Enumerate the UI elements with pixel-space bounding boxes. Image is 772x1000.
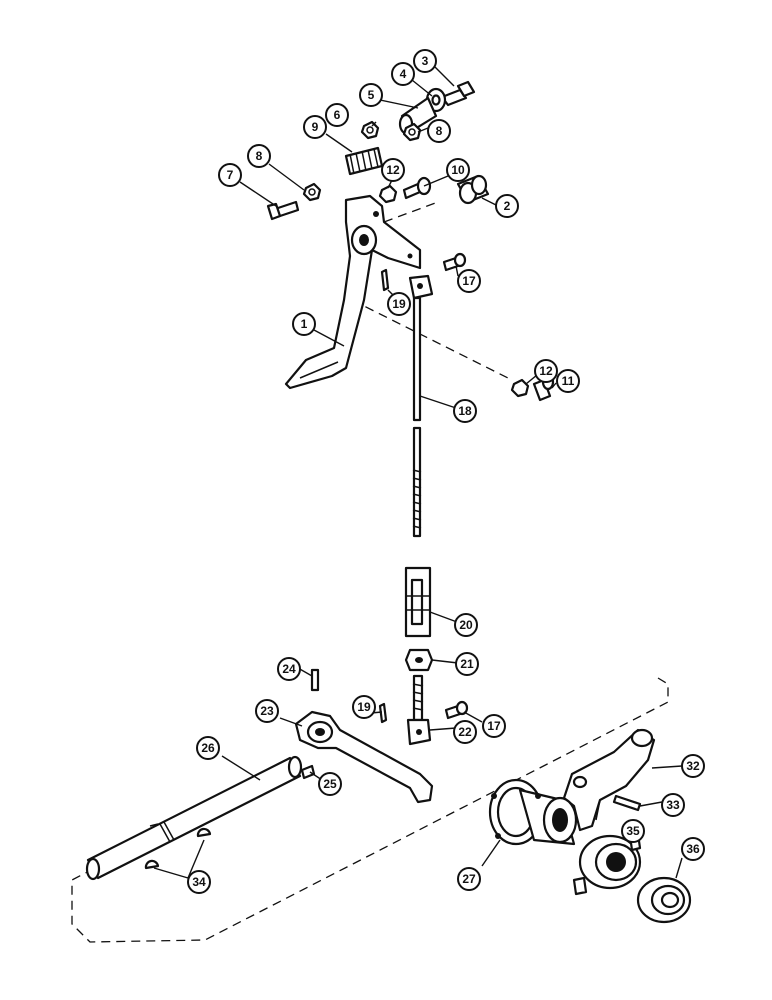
callout-label: 26: [201, 741, 215, 755]
callout-label: 3: [422, 54, 429, 68]
callout-label: 11: [562, 374, 575, 388]
alignment-line-pedal-bolt: [351, 299, 513, 381]
callout-10: 10: [446, 158, 470, 182]
bearing-carrier-27: [488, 778, 578, 846]
callout-label: 22: [458, 725, 472, 739]
callout-4: 4: [391, 62, 415, 86]
callout-20: 20: [454, 613, 478, 637]
callout-26: 26: [196, 736, 220, 760]
spring-9: [344, 146, 384, 176]
callout-label: 10: [451, 163, 465, 177]
pin-24: [310, 668, 320, 692]
callout-8-upper: 8: [427, 119, 451, 143]
callout-24: 24: [277, 657, 301, 681]
shaft-26: [85, 755, 303, 881]
callout-label: 8: [256, 149, 263, 163]
callout-label: 19: [357, 700, 371, 714]
pin-19-upper: [380, 268, 390, 292]
nut-21: [404, 648, 434, 672]
callout-label: 8: [436, 124, 443, 138]
keys-34: [144, 827, 212, 870]
callout-35: 35: [621, 819, 645, 843]
callout-label: 19: [392, 297, 406, 311]
callout-label: 23: [260, 704, 274, 718]
callout-32: 32: [681, 754, 705, 778]
callout-17-lower: 17: [482, 714, 506, 738]
bolt-17-upper: [442, 252, 467, 272]
nut-8-left: [302, 182, 322, 202]
rod-18: [408, 274, 434, 538]
bolt-10: [402, 176, 432, 200]
callout-8-left: 8: [247, 144, 271, 168]
callout-label: 33: [666, 798, 680, 812]
callout-21: 21: [455, 652, 479, 676]
callout-2: 2: [495, 194, 519, 218]
clutch-pedal-1: [284, 194, 422, 390]
callout-12-lower: 12: [534, 359, 558, 383]
callout-label: 17: [462, 274, 476, 288]
callout-label: 18: [458, 404, 472, 418]
callout-9: 9: [303, 115, 327, 139]
alignment-line-pivot-bolt: [383, 201, 439, 223]
bolt-3: [440, 80, 476, 107]
bolt-7: [266, 200, 300, 221]
callout-label: 9: [312, 120, 319, 134]
callout-label: 12: [386, 163, 400, 177]
callout-3: 3: [413, 49, 437, 73]
callout-34: 34: [187, 870, 211, 894]
callout-label: 35: [626, 824, 640, 838]
callout-label: 17: [487, 719, 501, 733]
callout-label: 25: [323, 777, 337, 791]
lever-23: [294, 710, 434, 804]
callout-17-upper: 17: [457, 269, 481, 293]
leader-lines: [153, 63, 683, 879]
callout-27: 27: [457, 867, 481, 891]
callout-label: 36: [686, 842, 700, 856]
callout-22: 22: [453, 720, 477, 744]
key-25: [300, 764, 316, 780]
callout-25: 25: [318, 772, 342, 796]
callout-12-upper: 12: [381, 158, 405, 182]
callout-label: 34: [192, 875, 206, 889]
fork-32: [562, 728, 656, 832]
callout-36: 36: [681, 837, 705, 861]
callout-label: 21: [460, 657, 474, 671]
callout-1: 1: [292, 312, 316, 336]
nut-12-upper: [378, 184, 398, 204]
nut-6: [360, 120, 380, 140]
callout-label: 20: [459, 618, 473, 632]
callout-19-lower: 19: [352, 695, 376, 719]
callout-6: 6: [325, 103, 349, 127]
callout-7: 7: [218, 163, 242, 187]
callout-11: 11: [556, 369, 580, 393]
callout-label: 32: [686, 759, 700, 773]
callout-5: 5: [359, 83, 383, 107]
callout-18: 18: [453, 399, 477, 423]
callout-label: 7: [227, 168, 234, 182]
pin-19-lower: [378, 702, 388, 724]
bushing-2: [456, 174, 490, 205]
callout-label: 12: [539, 364, 553, 378]
callout-33: 33: [661, 793, 685, 817]
callout-label: 27: [462, 872, 476, 886]
bearing-36: [636, 876, 692, 924]
callout-label: 6: [334, 108, 341, 122]
callout-label: 5: [368, 88, 375, 102]
pin-33: [612, 794, 642, 812]
nut-8-upper: [402, 122, 422, 142]
assembly-boundary-dashed: [71, 677, 669, 943]
bolt-17-lower: [444, 700, 469, 720]
release-bearing-35: [572, 832, 642, 896]
callout-label: 1: [301, 317, 308, 331]
callout-23: 23: [255, 699, 279, 723]
rod-22: [406, 674, 432, 746]
callout-label: 24: [282, 662, 296, 676]
turnbuckle-20: [404, 566, 432, 638]
nut-12-lower: [510, 378, 530, 398]
callout-label: 2: [504, 199, 511, 213]
callout-label: 4: [400, 67, 407, 81]
callout-19-upper: 19: [387, 292, 411, 316]
